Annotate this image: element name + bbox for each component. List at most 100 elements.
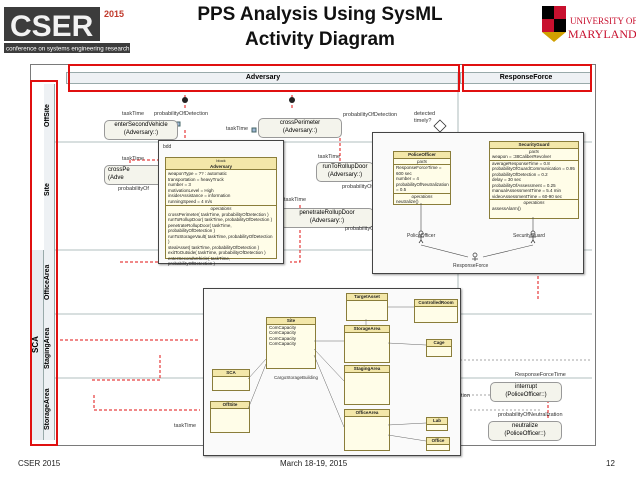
office-area-class[interactable]: OfficeArea (344, 409, 390, 451)
umd-line1: UNIVERSITY OF (570, 16, 636, 26)
flow-label: probabilityOfDetection (342, 184, 397, 190)
staging-area-class[interactable]: StagingArea (344, 365, 390, 405)
group-header-strip (30, 250, 44, 440)
cser-logo-subtitle: conference on systems engineering resear… (6, 46, 130, 53)
site-class[interactable]: Site ComCapacity ComCapacity ComCapacity… (266, 317, 316, 369)
police-officer-label: PoliceOfficer (407, 233, 436, 239)
op: stealAsset( taskTime, probabilityOfDetec… (168, 244, 260, 250)
class-title: Site (267, 318, 315, 325)
action-owner: (PoliceOfficer::) (505, 392, 547, 398)
action-owner: (PoliceOfficer::) (504, 431, 546, 437)
attr: probabilityOfDetection = 0.2 (492, 171, 548, 177)
class-title: ControlledRoom (415, 300, 457, 307)
security-guard-label: SecurityGuard (513, 233, 545, 239)
slide-title-line1: PPS Analysis Using SysML (197, 4, 443, 25)
action-name: neutralize (511, 423, 538, 429)
action-cross-pe[interactable]: crossPe (Adve (104, 165, 163, 185)
actor-icon (418, 230, 424, 244)
attr: insiderAssistance = information (168, 193, 231, 198)
attr: ResponseForceTime = 600 sec (396, 165, 442, 176)
police-officer-class[interactable]: PoliceOfficer parts ResponseForceTime = … (393, 151, 451, 205)
class-ops-header: operations (490, 199, 578, 206)
class-title: SecurityGuard (490, 142, 578, 149)
controlled-room-class[interactable]: ControlledRoom (414, 299, 458, 323)
attr: probabilityOfGuardCommunication = 0.95 (492, 166, 575, 171)
action-neutralize[interactable]: neutralize (PoliceOfficer::) (488, 421, 562, 441)
lab-class[interactable]: Lab (426, 417, 448, 431)
class-title: SCA (213, 370, 249, 377)
op: exitToOutside( taskTime, probabilityOfDe… (168, 250, 266, 255)
attr: probabilityOfAssessment = 0.25 (492, 182, 556, 188)
flow-label: probabilityOfD (345, 226, 380, 232)
actor-icon (530, 230, 536, 244)
office-class[interactable]: Office (426, 437, 450, 451)
decision-label: detected timely? (414, 111, 436, 124)
class-ops-header: operations (394, 192, 450, 200)
class-title: Cage (427, 340, 451, 347)
cser-logo-text: CSER (10, 10, 94, 43)
attr: ComCapacity (269, 341, 297, 346)
class-attributes: weaponType = ?? : automatic transportati… (166, 170, 276, 205)
initial-node (289, 97, 295, 103)
attr: runningSpeed = 4 m/s (168, 198, 213, 204)
class-name: block Adversary (166, 158, 276, 170)
action-enter-second-vehicle[interactable]: enterSecondVehicle (Adversary::) (104, 120, 178, 140)
class-title: StorageArea (345, 326, 389, 333)
action-owner: (Adversary::) (123, 130, 159, 136)
umd-logo: UNIVERSITY OF MARYLAND (540, 2, 637, 58)
lane-response-force-label: ResponseForce (499, 74, 553, 81)
slide-title-line2: Activity Diagram (245, 29, 395, 50)
class-parts-header: parts (528, 148, 539, 154)
highlight-locations (30, 80, 58, 446)
class-title: OffSite (211, 402, 249, 409)
response-force-connectors (418, 203, 536, 261)
class-title: StagingArea (345, 366, 389, 373)
flow-label: ResponseForceTime (515, 372, 566, 378)
attr: manualAssessmentTime = 5.4 min (492, 188, 561, 193)
offsite-class[interactable]: OffSite (210, 401, 250, 433)
umd-shield-icon (542, 6, 566, 42)
attr: ComCapacity (269, 335, 297, 341)
class-title: Lab (427, 418, 447, 425)
action-name: crossPe (108, 167, 130, 173)
action-name: crossPerimeter (279, 120, 321, 126)
response-force-bdd-panel: PoliceOfficer parts ResponseForceTime = … (372, 132, 584, 274)
action-cross-perimeter[interactable]: crossPerimeter (Adversary::) (258, 118, 342, 138)
cser-logo: CSER 2015 conference on systems engineer… (2, 3, 132, 55)
class-title: PoliceOfficer (394, 152, 450, 159)
flow-label: probabilityOfDetection (343, 112, 398, 118)
sca-class[interactable]: SCA (212, 369, 250, 391)
flow-label: taskTime (226, 126, 249, 132)
adversary-class[interactable]: block Adversary weaponType = ?? : automa… (165, 157, 277, 266)
action-owner: (Adve (108, 175, 124, 181)
class-parts-header: parts (416, 158, 427, 164)
flow-label: ption (458, 393, 470, 399)
attr: motivationLevel = High (168, 187, 214, 193)
attr: transportation = heavyTruck (168, 176, 224, 182)
class-attributes: ResponseForceTime = 600 sec number = 4 p… (394, 164, 450, 193)
action-interrupt[interactable]: interrupt (PoliceOfficer::) (490, 382, 562, 402)
bdd-label: bdd (163, 144, 172, 150)
highlight-adversary (68, 64, 460, 92)
target-asset-class[interactable]: TargetAsset (346, 293, 388, 321)
op: penetrateRollupDoor( taskTime, probabili… (168, 222, 232, 234)
attr: number = 4 (396, 176, 419, 181)
cage-class[interactable]: Cage (426, 339, 452, 357)
action-penetrate-rollup-door[interactable]: penetrateRollupDoor (Adversary::) (280, 208, 374, 228)
adversary-bdd-panel: bdd block Adversary weaponType = ?? : au… (158, 140, 284, 266)
lane-adversary-label: Adversary (245, 74, 281, 81)
action-owner: (Adversary::) (309, 218, 345, 224)
flow-label: probabilityOf (118, 186, 149, 192)
storage-area-class[interactable]: StorageArea (344, 325, 390, 363)
response-force-label: ResponseForce (453, 263, 489, 269)
footer-page-number: 12 (606, 459, 615, 468)
umd-line2: MARYLAND (568, 27, 636, 41)
action-run-to-rollup-door[interactable]: runToRollupDoor (Adversary::) (316, 162, 374, 182)
attr: probabilityOfNeutralization = 0.5 (396, 181, 449, 193)
cser-logo-year: 2015 (104, 9, 124, 19)
security-guard-class[interactable]: SecurityGuard parts weapon = :38CaliberR… (489, 141, 579, 219)
part: weapon = :38CaliberRevolver (492, 154, 552, 159)
attr: delay = 30 sec (492, 177, 522, 182)
attr: number = 3 (168, 182, 191, 187)
op: crossPerimeter( taskTime, probabilityOfD… (168, 211, 269, 217)
